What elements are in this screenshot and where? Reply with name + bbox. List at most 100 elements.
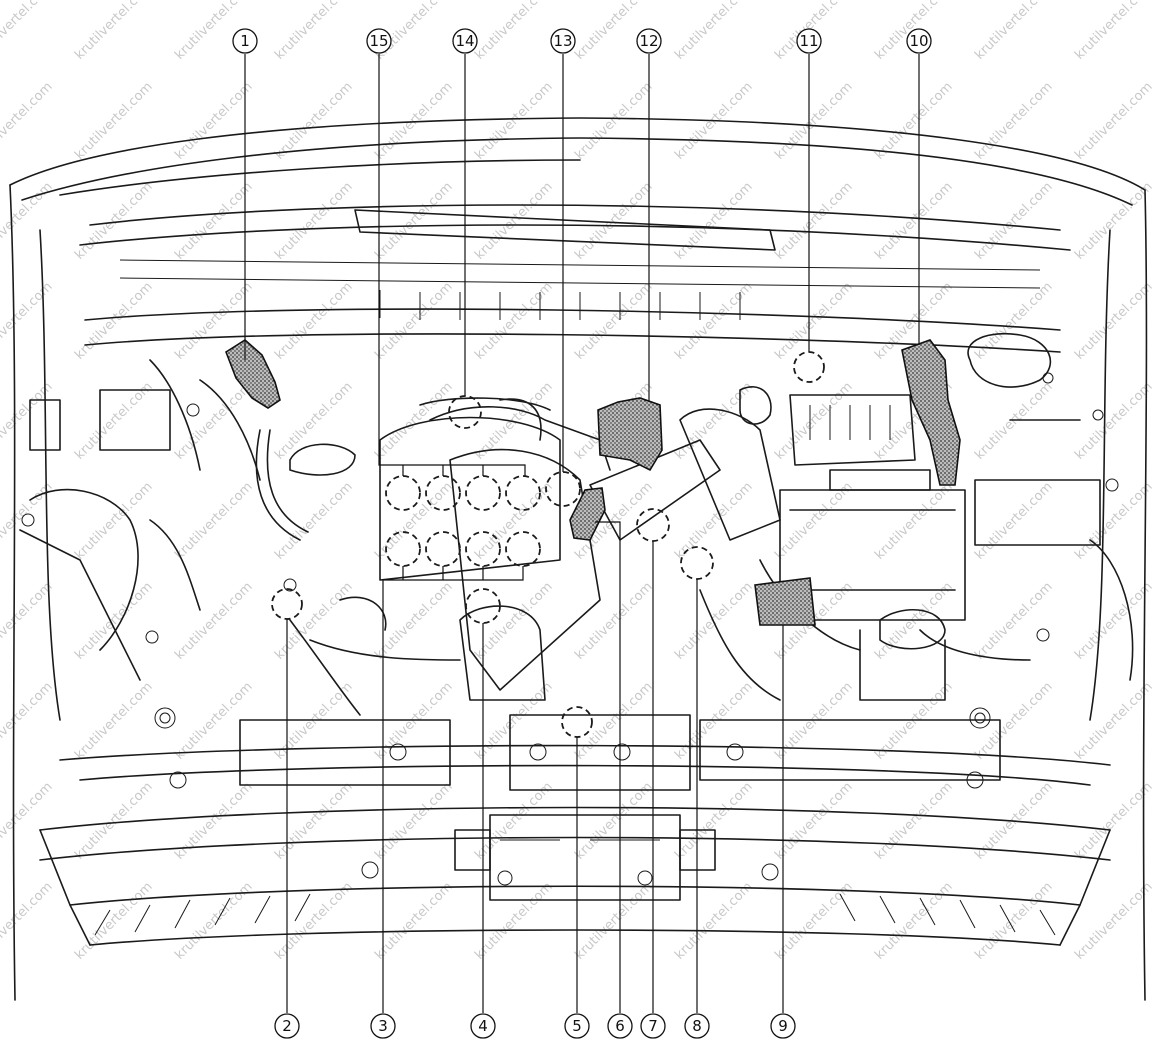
watermark-text: krutilvertel.com — [372, 579, 455, 662]
watermark-text: krutilvertel.com — [172, 79, 255, 162]
component-12-part — [597, 397, 663, 472]
watermark-text: krutilvertel.com — [1072, 479, 1153, 562]
callout-11: 11 — [796, 28, 822, 54]
watermark-text: krutilvertel.com — [972, 479, 1055, 562]
watermark-text: krutilvertel.com — [472, 0, 555, 63]
callout-7-label: 7 — [648, 1017, 658, 1035]
watermark-text: krutilvertel.com — [1072, 179, 1153, 262]
callout-14-label: 14 — [455, 32, 474, 50]
callout-6: 6 — [607, 1013, 633, 1039]
watermark-text: krutilvertel.com — [272, 379, 355, 462]
watermark-text: krutilvertel.com — [772, 779, 855, 862]
watermark-text: krutilvertel.com — [672, 779, 755, 862]
watermark-text: krutilvertel.com — [972, 0, 1055, 63]
watermark-text: krutilvertel.com — [772, 279, 855, 362]
watermark-text: krutilvertel.com — [1072, 279, 1153, 362]
callout-1: 1 — [232, 28, 258, 54]
watermark-text: krutilvertel.com — [472, 79, 555, 162]
watermark-text: krutilvertel.com — [772, 79, 855, 162]
watermark-text: krutilvertel.com — [372, 179, 455, 262]
watermark-text: krutilvertel.com — [0, 579, 56, 662]
callout-14: 14 — [452, 28, 478, 54]
callout-8-label: 8 — [692, 1017, 702, 1035]
watermark-text: krutilvertel.com — [172, 579, 255, 662]
watermark-text: krutilvertel.com — [472, 879, 555, 962]
component-10-part — [901, 339, 961, 486]
watermark-text: krutilvertel.com — [372, 479, 455, 562]
watermark-text: krutilvertel.com — [0, 79, 56, 162]
watermark-text: krutilvertel.com — [472, 679, 555, 762]
watermark-text: krutilvertel.com — [272, 179, 355, 262]
watermark-text: krutilvertel.com — [872, 479, 955, 562]
watermark-text: krutilvertel.com — [472, 779, 555, 862]
watermark-text: krutilvertel.com — [672, 479, 755, 562]
watermark-text: krutilvertel.com — [272, 79, 355, 162]
watermark-text: krutilvertel.com — [72, 279, 155, 362]
watermark-text: krutilvertel.com — [272, 279, 355, 362]
watermark-text: krutilvertel.com — [472, 279, 555, 362]
watermark-text: krutilvertel.com — [972, 379, 1055, 462]
watermark-text: krutilvertel.com — [1072, 579, 1153, 662]
watermark-text: krutilvertel.com — [972, 79, 1055, 162]
watermark-text: krutilvertel.com — [72, 879, 155, 962]
watermark-text: krutilvertel.com — [972, 879, 1055, 962]
watermark-text: krutilvertel.com — [672, 279, 755, 362]
watermark-text: krutilvertel.com — [972, 579, 1055, 662]
watermark-text: krutilvertel.com — [372, 379, 455, 462]
callout-15-label: 15 — [369, 32, 388, 50]
watermark-text: krutilvertel.com — [772, 379, 855, 462]
callout-4-label: 4 — [478, 1017, 488, 1035]
watermark-text: krutilvertel.com — [772, 879, 855, 962]
watermark-text: krutilvertel.com — [1072, 679, 1153, 762]
component-1-part — [225, 339, 281, 409]
watermark-text: krutilvertel.com — [872, 579, 955, 662]
watermark-text: krutilvertel.com — [1072, 379, 1153, 462]
callout-10-label: 10 — [909, 32, 928, 50]
watermark-text: krutilvertel.com — [272, 0, 355, 63]
watermark-text: krutilvertel.com — [0, 0, 56, 63]
watermark-text: krutilvertel.com — [672, 0, 755, 63]
watermark-text: krutilvertel.com — [72, 579, 155, 662]
component-9-part — [754, 577, 816, 626]
leader-lines — [244, 54, 920, 1013]
watermark-text: krutilvertel.com — [572, 579, 655, 662]
watermark-text: krutilvertel.com — [872, 79, 955, 162]
watermark-text: krutilvertel.com — [772, 479, 855, 562]
watermark-text: krutilvertel.com — [0, 279, 56, 362]
callout-5: 5 — [564, 1013, 590, 1039]
watermark-text: krutilvertel.com — [0, 679, 56, 762]
engine-bay-drawing — [9, 117, 1148, 1001]
watermark-text: krutilvertel.com — [672, 379, 755, 462]
callout-1-label: 1 — [240, 32, 250, 50]
callout-15: 15 — [366, 28, 392, 54]
watermark-text: krutilvertel.com — [572, 279, 655, 362]
watermark-text: krutilvertel.com — [872, 779, 955, 862]
callout-3: 3 — [370, 1013, 396, 1039]
callout-7: 7 — [640, 1013, 666, 1039]
watermark-text: krutilvertel.com — [372, 779, 455, 862]
callout-4: 4 — [470, 1013, 496, 1039]
watermark-text: krutilvertel.com — [872, 179, 955, 262]
watermark-text: krutilvertel.com — [472, 479, 555, 562]
watermark-text: krutilvertel.com — [72, 0, 155, 63]
watermark-text: krutilvertel.com — [572, 79, 655, 162]
watermark-text: krutilvertel.com — [272, 779, 355, 862]
callout-10: 10 — [906, 28, 932, 54]
watermark-text: krutilvertel.com — [272, 479, 355, 562]
callout-12-label: 12 — [639, 32, 658, 50]
watermark-text: krutilvertel.com — [72, 79, 155, 162]
watermark-text: krutilvertel.com — [472, 179, 555, 262]
highlighted-components — [225, 339, 961, 626]
watermark-text: krutilvertel.com — [172, 479, 255, 562]
watermark-text: krutilvertel.com — [1072, 879, 1153, 962]
watermark-text: krutilvertel.com — [372, 879, 455, 962]
watermark-text: krutilvertel.com — [372, 279, 455, 362]
callout-8: 8 — [684, 1013, 710, 1039]
callout-9: 9 — [770, 1013, 796, 1039]
watermark-text: krutilvertel.com — [572, 779, 655, 862]
watermark-text: krutilvertel.com — [1072, 79, 1153, 162]
watermark-text: krutilvertel.com — [172, 879, 255, 962]
watermark-text: krutilvertel.com — [572, 879, 655, 962]
callout-3-label: 3 — [378, 1017, 388, 1035]
